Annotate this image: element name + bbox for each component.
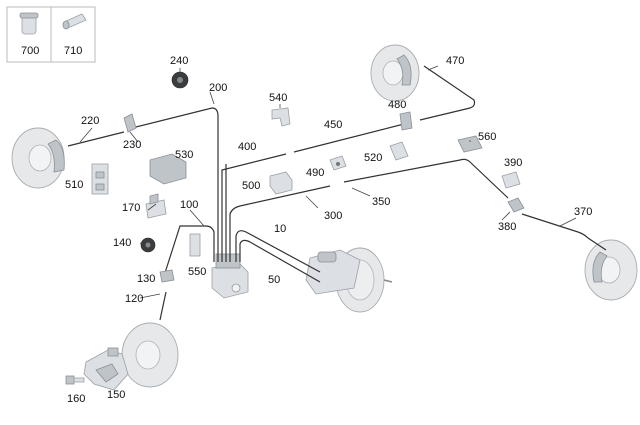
- legend-box: 700 710: [6, 6, 96, 63]
- block-500: [269, 171, 293, 195]
- bracket-230: [123, 113, 137, 133]
- sleeve-icon: [62, 13, 87, 30]
- connector-520: [389, 141, 409, 161]
- callout-450: 450: [324, 119, 342, 131]
- callout-10: 10: [274, 223, 286, 235]
- grommet-140: [140, 237, 156, 253]
- connector-560: [457, 135, 483, 153]
- clip-550: [189, 233, 201, 257]
- brake-booster: [305, 247, 393, 313]
- valve-490: [329, 155, 347, 171]
- callout-500: 500: [242, 180, 260, 192]
- callout-470: 470: [446, 55, 464, 67]
- callout-230: 230: [123, 139, 141, 151]
- callout-370: 370: [574, 206, 592, 218]
- bracket-170: [145, 193, 167, 219]
- callout-350: 350: [372, 196, 390, 208]
- callout-200: 200: [209, 82, 227, 94]
- callout-550: 550: [188, 266, 206, 278]
- callout-160: 160: [67, 393, 85, 405]
- callout-130: 130: [137, 273, 155, 285]
- callout-220: 220: [81, 115, 99, 127]
- callout-240: 240: [170, 55, 188, 67]
- brake-disc-rear-right: [584, 239, 638, 301]
- brake-lines: [67, 65, 607, 321]
- block-530: [149, 153, 187, 185]
- callout-140: 140: [113, 237, 131, 249]
- callout-490: 490: [306, 167, 324, 179]
- callout-400: 400: [238, 141, 256, 153]
- callout-520: 520: [364, 152, 382, 164]
- callout-50: 50: [268, 274, 280, 286]
- callout-380: 380: [498, 221, 516, 233]
- callout-170: 170: [122, 202, 140, 214]
- callout-480: 480: [388, 99, 406, 111]
- callout-120: 120: [125, 293, 143, 305]
- callout-390: 390: [504, 157, 522, 169]
- leader-lines: [79, 65, 577, 299]
- bushing-icon: [19, 12, 39, 35]
- callout-150: 150: [107, 389, 125, 401]
- callout-labels: 240 200 220 230 530 510 170 100 140 550 …: [65, 55, 592, 405]
- callout-300: 300: [324, 210, 342, 222]
- bolt-160: [65, 375, 85, 385]
- bracket-480: [399, 111, 413, 131]
- callout-560: 560: [478, 131, 496, 143]
- brake-disc-rear-left: [121, 322, 179, 388]
- legend-label-710: 710: [64, 45, 82, 57]
- callout-100: 100: [180, 199, 198, 211]
- legend-label-700: 700: [21, 45, 39, 57]
- brake-disc-front-left: [11, 127, 65, 189]
- valve-510: [91, 163, 109, 195]
- bracket-540: [271, 107, 291, 127]
- callout-540: 540: [269, 92, 287, 104]
- axle-bracket-150: [83, 347, 129, 391]
- callout-530: 530: [175, 149, 193, 161]
- bracket-380: [507, 197, 525, 213]
- grommet-240: [171, 71, 189, 89]
- brake-disc-front-right: [370, 44, 420, 102]
- clip-130: [159, 269, 175, 283]
- block-390: [501, 171, 521, 189]
- callout-510: 510: [65, 179, 83, 191]
